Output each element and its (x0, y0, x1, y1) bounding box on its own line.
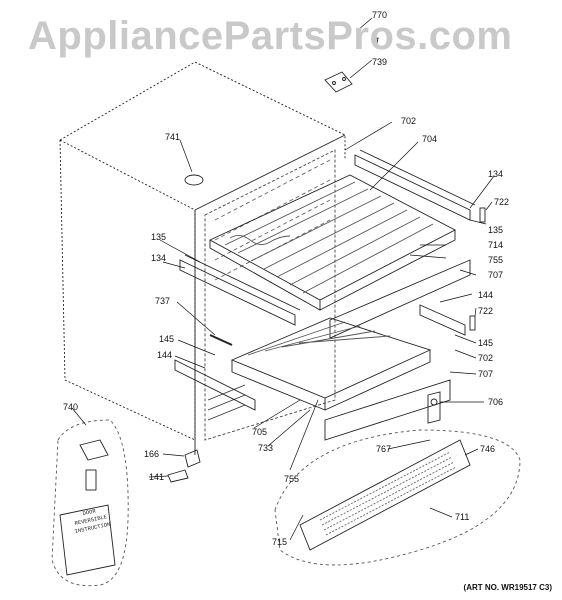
callout-722-lower: 722 (478, 306, 494, 316)
callout-707-upper: 707 (488, 270, 504, 280)
lower-shelf (230, 317, 432, 411)
door-hinge-bracket (427, 391, 441, 424)
callout-767: 767 (376, 444, 392, 454)
callout-702-upper: 702 (401, 116, 417, 126)
callout-705: 705 (252, 427, 268, 437)
callout-739: 739 (372, 57, 388, 67)
callout-737: 737 (155, 296, 171, 306)
callout-166: 166 (144, 449, 160, 459)
callout-741: 741 (165, 132, 181, 142)
upper-front-trim (329, 259, 471, 339)
cabinet-body (59, 61, 346, 455)
callout-770: 770 (372, 10, 388, 20)
callout-706: 706 (488, 397, 504, 407)
hinge-kit (51, 419, 129, 587)
upper-side-rails (179, 149, 486, 326)
callout-714: 714 (488, 240, 504, 250)
watermark: AppliancePartsPros.com (28, 14, 513, 58)
callout-135-left: 135 (151, 232, 167, 242)
callout-702-lower: 702 (478, 353, 494, 363)
callout-135-right: 135 (488, 225, 504, 235)
callout-755-upper: 755 (488, 255, 504, 265)
callout-733: 733 (258, 443, 274, 453)
leader-lines (71, 17, 495, 541)
lower-side-rails (174, 304, 476, 411)
toe-kick-grille (274, 429, 521, 566)
callout-755-lower: 755 (284, 474, 300, 484)
callout-141: 141 (149, 472, 165, 482)
callout-144-left: 144 (157, 350, 173, 360)
callout-746: 746 (480, 444, 496, 454)
lower-front-trim (324, 379, 451, 441)
callout-740: 740 (63, 402, 79, 412)
upper-wine-rack (209, 174, 456, 311)
top-hinge-hardware (324, 37, 379, 93)
callout-707-lower: 707 (478, 369, 494, 379)
art-number: (ART NO. WR19517 C3) (463, 583, 552, 592)
callout-144-right: 144 (478, 290, 494, 300)
callout-145-left: 145 (159, 334, 175, 344)
callout-134-right: 134 (488, 169, 504, 179)
callout-704: 704 (422, 134, 438, 144)
callout-145-right: 145 (478, 338, 494, 348)
callout-715: 715 (272, 537, 288, 547)
callout-711: 711 (455, 512, 470, 522)
callout-134-left: 134 (151, 253, 167, 263)
callout-722-upper: 722 (494, 197, 510, 207)
leveling-legs (167, 449, 201, 483)
